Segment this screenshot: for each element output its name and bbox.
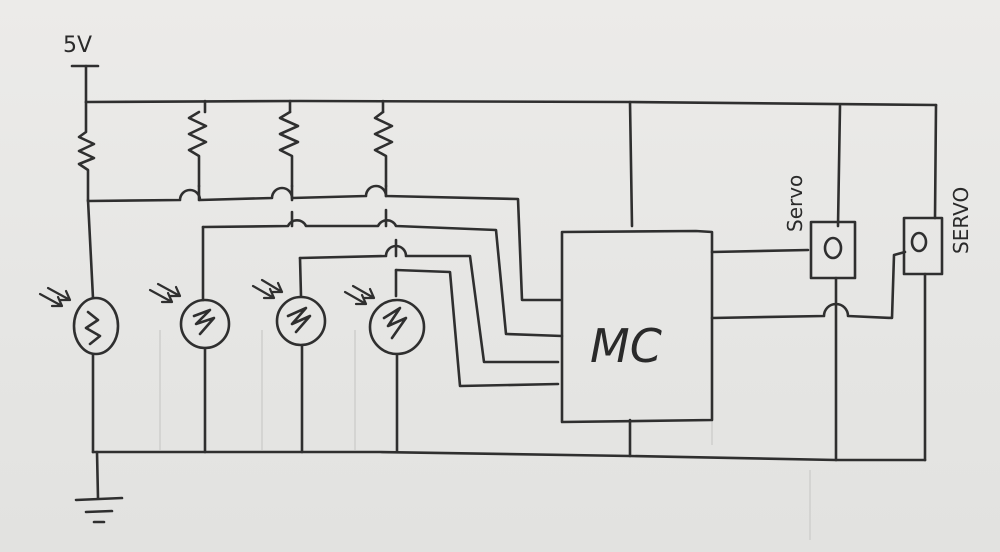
ground-symbol — [74, 496, 124, 524]
servo-signal-1 — [710, 248, 810, 254]
servo-2-label: SERVO — [949, 187, 973, 254]
microcontroller-label: MC — [590, 319, 662, 373]
resistor-1 — [77, 100, 96, 202]
vcc-rail — [84, 99, 938, 228]
photoresistor-4 — [343, 284, 426, 454]
supply-label: 5V — [63, 33, 92, 58]
signal-line-4 — [384, 184, 560, 388]
resistor-3 — [278, 110, 300, 188]
photoresistor-2 — [148, 282, 231, 454]
ground-rail — [91, 418, 927, 500]
servo-1 — [809, 220, 857, 462]
servo-1-label: Servo — [783, 175, 807, 232]
resistor-2 — [187, 110, 208, 188]
photoresistor-1 — [38, 198, 120, 454]
microcontroller — [560, 229, 714, 424]
photoresistor-3 — [251, 278, 327, 454]
resistor-4 — [373, 110, 394, 188]
supply-symbol — [70, 64, 100, 104]
servo-signal-2 — [710, 250, 907, 320]
servo-2 — [902, 216, 944, 462]
signal-line-3 — [290, 184, 560, 364]
signal-line-2 — [197, 184, 564, 338]
signal-line-1 — [86, 184, 562, 302]
